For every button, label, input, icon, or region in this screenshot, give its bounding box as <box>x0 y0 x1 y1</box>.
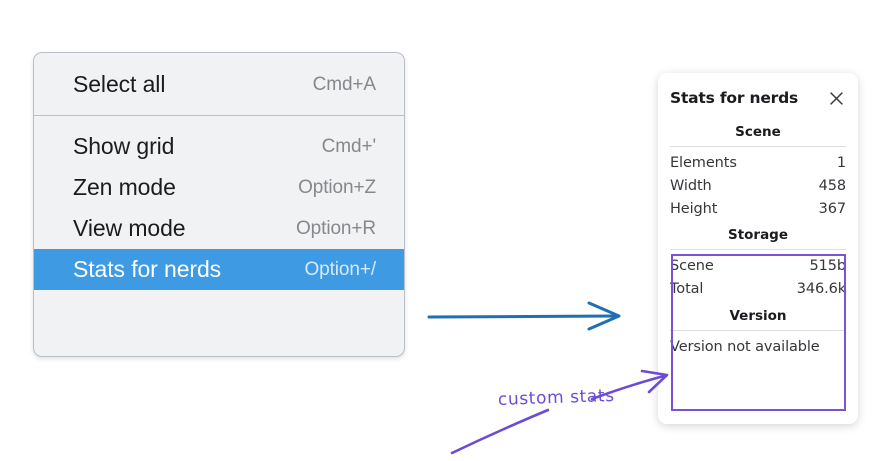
stats-panel-header: Stats for nerds <box>670 73 846 117</box>
menu-item-shortcut: Option+Z <box>298 176 376 198</box>
stats-row-height: Height 367 <box>670 197 846 220</box>
stats-section-storage: Storage Scene 515b Total 346.6k <box>670 220 846 300</box>
menu-item-zen-mode[interactable]: Zen mode Option+Z <box>34 167 404 208</box>
menu-item-select-all[interactable]: Select all Cmd+A <box>34 64 404 105</box>
menu-item-label: Zen mode <box>73 174 176 200</box>
menu-item-shortcut: Cmd+A <box>312 73 376 95</box>
stats-section-version: Version Version not available <box>670 301 846 357</box>
row-value: 1 <box>836 154 846 171</box>
row-key: Height <box>670 200 718 217</box>
menu-item-show-grid[interactable]: Show grid Cmd+' <box>34 126 404 167</box>
blue-arrow <box>427 301 621 331</box>
close-icon[interactable] <box>826 88 846 108</box>
menu-item-shortcut: Option+R <box>296 217 376 239</box>
stats-panel-title: Stats for nerds <box>670 89 799 107</box>
context-menu[interactable]: Select all Cmd+A Show grid Cmd+' Zen mod… <box>33 52 405 357</box>
row-key: Width <box>670 177 712 194</box>
stats-row-width: Width 458 <box>670 174 846 197</box>
menu-item-label: Stats for nerds <box>73 256 222 282</box>
stats-for-nerds-panel[interactable]: Stats for nerds Scene Elements 1 Width 4… <box>658 73 858 424</box>
custom-stats-annotation-label: custom stats <box>497 385 615 410</box>
stats-section-scene: Scene Elements 1 Width 458 Height 367 <box>670 117 846 220</box>
menu-item-label: View mode <box>73 215 186 241</box>
section-rule <box>670 329 846 331</box>
menu-item-shortcut: Option+/ <box>304 258 376 280</box>
stats-row-version-value: Version not available <box>670 338 820 355</box>
row-value: 367 <box>818 200 846 217</box>
section-rule <box>670 146 846 147</box>
menu-item-view-mode[interactable]: View mode Option+R <box>34 208 404 249</box>
menu-group-1: Select all Cmd+A <box>34 53 404 115</box>
stats-row-scene-storage: Scene 515b <box>670 254 846 277</box>
menu-footer-spacer <box>34 290 404 314</box>
menu-item-stats-for-nerds[interactable]: Stats for nerds Option+/ <box>34 249 404 290</box>
purple-arrow-underline <box>450 408 550 455</box>
menu-item-label: Select all <box>73 71 166 97</box>
row-value: 458 <box>818 177 846 194</box>
row-key: Elements <box>670 154 737 171</box>
row-key: Scene <box>670 257 714 274</box>
section-title: Storage <box>727 227 789 244</box>
menu-item-label: Show grid <box>73 133 175 159</box>
menu-group-2: Show grid Cmd+' Zen mode Option+Z View m… <box>34 116 404 314</box>
menu-item-shortcut: Cmd+' <box>321 135 376 157</box>
stats-row-elements: Elements 1 <box>670 151 846 174</box>
section-rule <box>670 249 846 251</box>
section-title: Scene <box>735 124 781 140</box>
row-value: 346.6k <box>796 281 846 297</box>
row-key: Total <box>670 281 704 297</box>
row-value: 515b <box>809 257 847 274</box>
section-title: Version <box>729 307 787 324</box>
menu-separator <box>34 115 404 116</box>
stats-row-total-storage: Total 346.6k <box>670 278 846 301</box>
